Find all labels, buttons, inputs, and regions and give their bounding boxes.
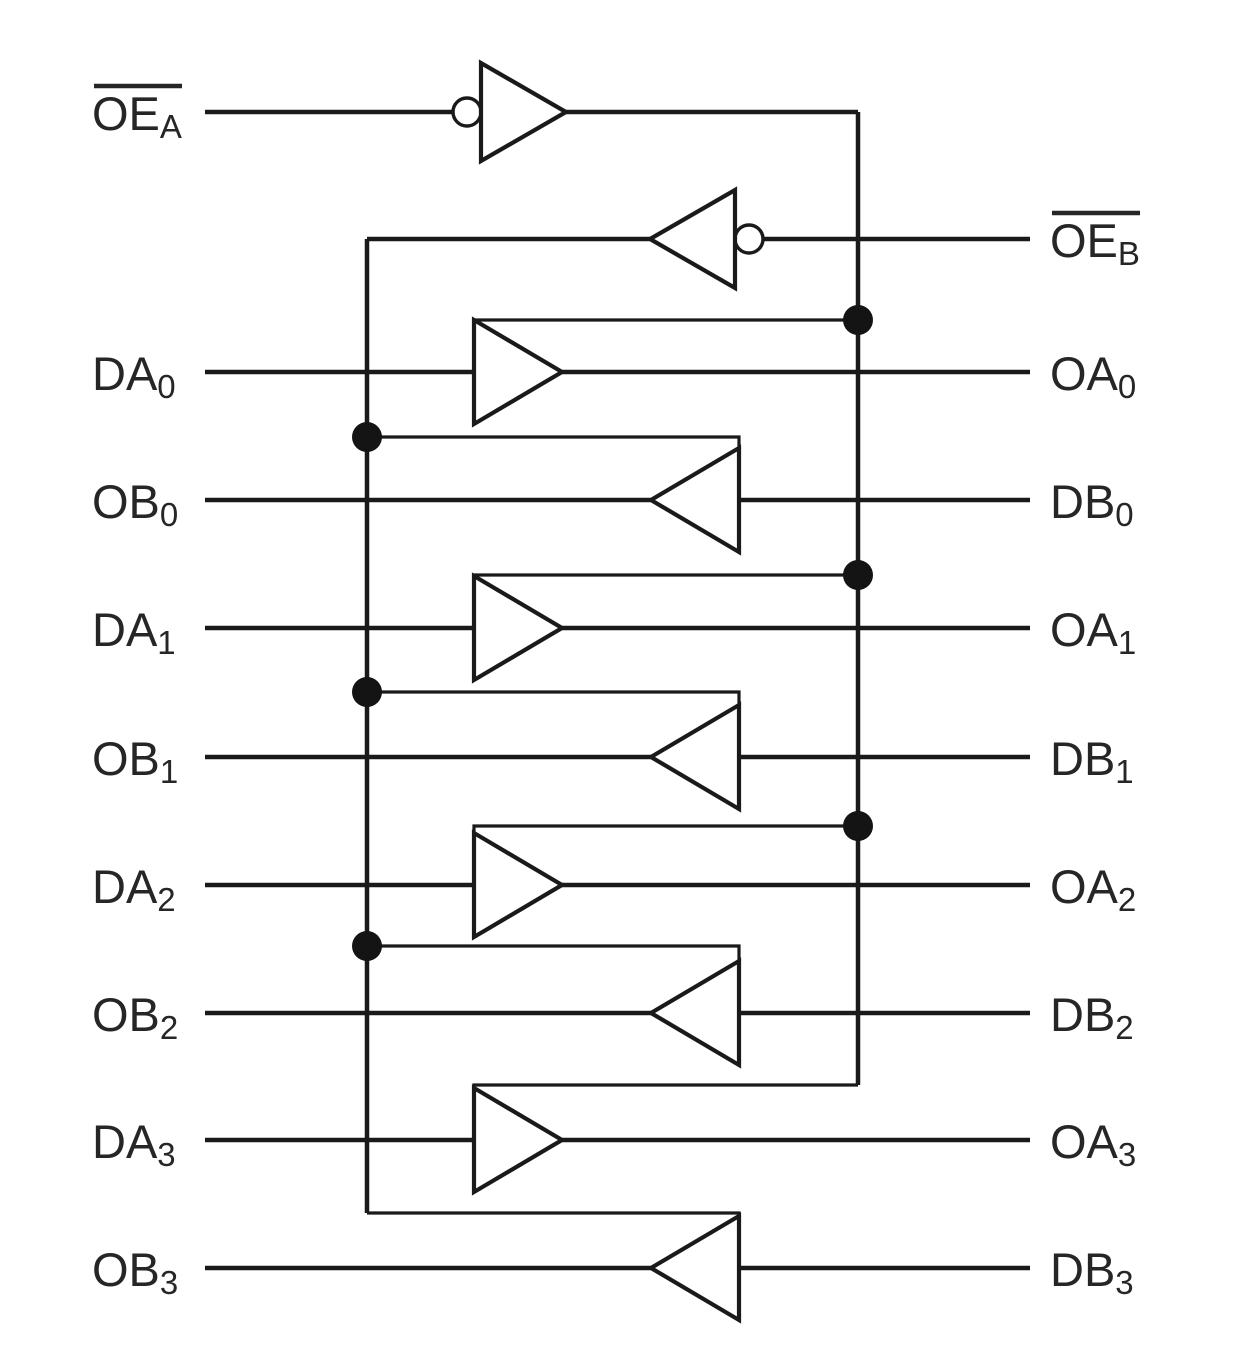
pin-label-oa0: OA0 bbox=[1050, 347, 1136, 405]
right-pin-labels: OEB OA0 DB0 OA1 DB1 OA2 DB2 OA3 DB3 bbox=[1050, 210, 1140, 1301]
junction-dot bbox=[843, 560, 873, 590]
pin-label-ob1: OB1 bbox=[92, 732, 178, 790]
channel-db0-ob0 bbox=[205, 422, 1030, 556]
enable-bus-group bbox=[364, 112, 861, 1213]
db0-enable-wire bbox=[367, 435, 741, 500]
pin-label-ob0: OB0 bbox=[92, 475, 178, 533]
pin-label-oa2: OA2 bbox=[1050, 860, 1136, 918]
junction-dot bbox=[843, 305, 873, 335]
da0-enable-wire bbox=[472, 318, 858, 372]
oe-b-inverter-icon bbox=[645, 186, 738, 292]
junction-dot bbox=[352, 677, 382, 707]
oe-b-label: OEB bbox=[1050, 214, 1140, 272]
oe-b-control-group bbox=[367, 186, 1030, 292]
pin-label-db0: DB0 bbox=[1050, 475, 1134, 533]
junction-dot bbox=[352, 422, 382, 452]
pin-label-da3: DA3 bbox=[92, 1115, 176, 1173]
oe-b-inverter-bubble-icon bbox=[733, 223, 765, 255]
da0-tristate-buffer-icon bbox=[471, 316, 567, 428]
pin-label-db1: DB1 bbox=[1050, 732, 1134, 790]
db1-enable-wire bbox=[367, 690, 741, 757]
db1-tristate-buffer-icon bbox=[646, 701, 742, 813]
label-oe-b: OEB bbox=[1050, 210, 1140, 272]
pin-label-ob3: OB3 bbox=[92, 1243, 178, 1301]
pin-label-da0: DA0 bbox=[92, 347, 176, 405]
oe-a-control-group bbox=[205, 59, 858, 165]
db0-tristate-buffer-icon bbox=[646, 444, 742, 556]
da2-tristate-buffer-icon bbox=[471, 829, 567, 941]
junction-dot bbox=[352, 931, 382, 961]
pin-label-oa3: OA3 bbox=[1050, 1115, 1136, 1173]
oe-a-label: OEA bbox=[92, 87, 182, 145]
da1-enable-wire bbox=[472, 573, 858, 628]
pin-label-ob2: OB2 bbox=[92, 988, 178, 1046]
da3-tristate-buffer-icon bbox=[471, 1084, 567, 1196]
da1-tristate-buffer-icon bbox=[471, 572, 567, 684]
oe-a-inverter-icon bbox=[478, 59, 571, 165]
channel-da3-oa3 bbox=[205, 1083, 1030, 1196]
da2-enable-wire bbox=[472, 824, 858, 885]
left-pin-labels: OEA DA0 OB0 DA1 OB1 DA2 OB2 DA3 OB3 bbox=[92, 83, 182, 1301]
channel-da1-oa1 bbox=[205, 560, 1030, 684]
da3-enable-wire bbox=[472, 1083, 858, 1140]
pin-label-da1: DA1 bbox=[92, 603, 176, 661]
db2-tristate-buffer-icon bbox=[646, 957, 742, 1069]
channel-db2-ob2 bbox=[205, 931, 1030, 1069]
pin-label-db2: DB2 bbox=[1050, 988, 1134, 1046]
oe-a-inverter-bubble-icon bbox=[451, 96, 483, 128]
db3-enable-wire bbox=[367, 1211, 741, 1268]
label-oe-a: OEA bbox=[92, 83, 182, 145]
db2-enable-wire bbox=[367, 944, 741, 1013]
pin-label-da2: DA2 bbox=[92, 860, 176, 918]
pin-label-oa1: OA1 bbox=[1050, 603, 1136, 661]
db3-tristate-buffer-icon bbox=[646, 1212, 742, 1324]
channel-db3-ob3 bbox=[205, 1211, 1030, 1324]
junction-dot bbox=[843, 811, 873, 841]
channel-db1-ob1 bbox=[205, 677, 1030, 813]
pin-label-db3: DB3 bbox=[1050, 1243, 1134, 1301]
channel-da0-oa0 bbox=[205, 305, 1030, 428]
channel-da2-oa2 bbox=[205, 811, 1030, 941]
